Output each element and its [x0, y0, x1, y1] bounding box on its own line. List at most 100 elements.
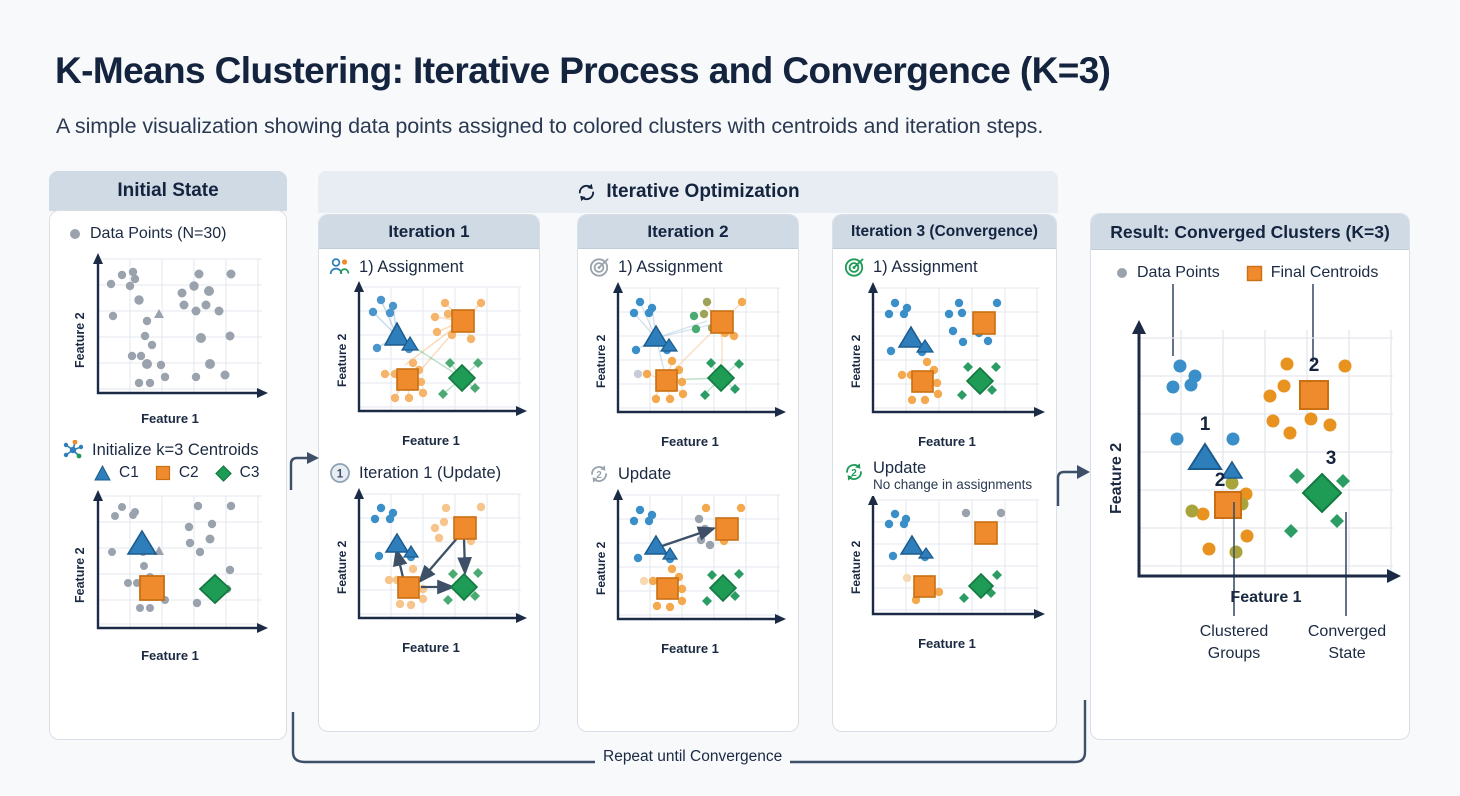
svg-text:2: 2 — [596, 470, 602, 481]
refresh-two-gray-icon: 2 — [591, 465, 607, 483]
result-annotation-2: Converged — [1091, 684, 1092, 685]
centroid-legend-c1: C1 — [94, 464, 139, 482]
initial-centroids-plot-xlabel: Feature 1 — [141, 648, 199, 663]
svg-text:1: 1 — [1200, 414, 1211, 435]
initial-scatter-plot: Feature 2 Feature 1 — [72, 253, 286, 426]
result-legend-datapoints-label: Data Points — [1137, 264, 1220, 281]
iteration-3-assignment-xlabel: Feature 1 — [918, 434, 976, 449]
svg-text:Feature 2: Feature 2 — [594, 334, 608, 388]
iteration-2-assignment-step: 1) Assignment — [578, 249, 798, 280]
iteration-1-assignment-step: 1) Assignment — [319, 249, 539, 279]
svg-text:Clustered: Clustered — [1200, 623, 1268, 640]
connector-iter3-to-result — [1056, 465, 1090, 506]
svg-text:Converged: Converged — [1308, 623, 1386, 640]
legend-label-datapoints: Data Points (N=30) — [90, 225, 227, 242]
svg-text:1: 1 — [337, 469, 344, 481]
svg-text:Feature 1: Feature 1 — [1230, 589, 1301, 606]
iteration-3-header: Iteration 3 (Convergence) — [833, 215, 1056, 249]
iteration-3-update-label: Update — [873, 459, 927, 477]
initial-plot-xlabel: Feature 1 — [141, 411, 199, 426]
result-annotation-1: Clustered — [1091, 684, 1092, 685]
svg-text:Feature 2: Feature 2 — [335, 540, 349, 594]
people-assign-icon — [329, 258, 350, 275]
iteration-3-update-plot: Feature 2 Feature 1 — [849, 496, 1056, 651]
centroid-legend-c3: C3 — [214, 464, 260, 482]
circle-one-icon: 1 — [330, 463, 350, 483]
svg-text:2: 2 — [851, 468, 857, 479]
svg-text:2: 2 — [1215, 470, 1226, 491]
iteration-1-update-label: Iteration 1 (Update) — [359, 463, 502, 482]
iteration-3-assignment-step: 1) Assignment — [833, 249, 1056, 280]
refresh-two-green-icon: 2 — [846, 463, 862, 481]
iteration-2-card: Iteration 2 1) Assignment — [577, 214, 799, 732]
square-icon — [1246, 265, 1262, 281]
result-card: Result: Converged Clusters (K=3) Data Po… — [1090, 213, 1410, 740]
iteration-1-update-xlabel: Feature 1 — [402, 640, 460, 655]
iterative-optimization-band — [318, 171, 1058, 213]
result-header: Result: Converged Clusters (K=3) — [1091, 214, 1409, 250]
svg-text:Groups: Groups — [1208, 645, 1260, 662]
repeat-until-convergence-label: Repeat until Convergence — [595, 748, 791, 766]
iteration-2-update-plot: Feature 2 Feature 1 — [594, 489, 798, 656]
initialize-centroids-title: Initialize k=3 Centroids — [50, 426, 286, 460]
gray-dot-icon — [1117, 268, 1127, 278]
square-icon — [155, 465, 170, 481]
result-legend-centroids-label: Final Centroids — [1270, 264, 1379, 281]
target-gray-icon — [589, 258, 609, 277]
iteration-2-header: Iteration 2 — [578, 215, 798, 249]
initial-centroids-plot: Feature 2 Feature 1 — [72, 490, 286, 663]
iteration-1-assignment-xlabel: Feature 1 — [402, 433, 460, 448]
initial-state-header: Initial State — [49, 171, 287, 211]
iteration-3-assignment-label: 1) Assignment — [873, 258, 978, 276]
iteration-2-update-label: Update — [618, 464, 672, 483]
initialize-centroids-label: Initialize k=3 Centroids — [92, 440, 259, 459]
iteration-1-card: Iteration 1 1) Assignment — [318, 214, 540, 732]
triangle-icon — [94, 465, 111, 481]
target-green-icon — [844, 258, 864, 277]
iteration-3-update-step: 2 Update No change in assignments — [833, 449, 1056, 494]
iteration-2-update-xlabel: Feature 1 — [661, 641, 719, 656]
centroid-legend: C1 C2 C3 — [50, 460, 286, 482]
page-subtitle: A simple visualization showing data poin… — [56, 114, 1044, 138]
iteration-2-assignment-xlabel: Feature 1 — [661, 434, 719, 449]
diamond-icon — [214, 464, 232, 482]
iteration-1-update-step: 1 Iteration 1 (Update) — [319, 448, 539, 486]
iteration-2-update-step: 2 Update — [578, 449, 798, 487]
iteration-1-assignment-label: 1) Assignment — [359, 257, 464, 276]
result-legend: Data Points Final Centroids — [1091, 250, 1409, 282]
iteration-1-update-plot: Feature 2 Feature 1 — [335, 488, 539, 655]
svg-text:Feature 2: Feature 2 — [335, 333, 349, 387]
initial-state-card: Data Points (N=30) — [49, 210, 287, 740]
iteration-3-update-xlabel: Feature 1 — [918, 636, 976, 651]
svg-text:State: State — [1328, 645, 1365, 662]
svg-text:Feature 2: Feature 2 — [73, 547, 87, 603]
iteration-3-card: Iteration 3 (Convergence) 1) Assignment — [832, 214, 1057, 732]
iteration-3-update-sublabel: No change in assignments — [873, 477, 1033, 492]
network-nodes-icon — [63, 440, 84, 459]
initial-legend-datapoints: Data Points (N=30) — [50, 211, 286, 243]
result-plot-xlabel: Feature 1 — [1091, 684, 1092, 685]
iterative-optimization-label: Iterative Optimization — [606, 181, 800, 202]
svg-text:2: 2 — [1309, 355, 1320, 376]
centroid-legend-c1-label: C1 — [119, 464, 139, 481]
result-legend-datapoints: Data Points — [1115, 264, 1220, 282]
svg-text:Feature 2: Feature 2 — [1108, 443, 1125, 514]
svg-text:Feature 2: Feature 2 — [849, 334, 863, 388]
svg-text:Feature 2: Feature 2 — [73, 312, 87, 368]
result-legend-centroids: Final Centroids — [1246, 264, 1379, 282]
connector-initial-to-iter1 — [289, 452, 319, 490]
gray-dot-icon — [70, 229, 80, 239]
repeat-loop-connector — [291, 700, 1087, 764]
iteration-3-assignment-plot: Feature 2 Feature 1 — [849, 282, 1056, 449]
page-title: K-Means Clustering: Iterative Process an… — [55, 50, 1111, 91]
centroid-legend-c3-label: C3 — [239, 464, 260, 481]
centroid-legend-c2-label: C2 — [178, 464, 199, 481]
centroid-legend-c2: C2 — [155, 464, 199, 482]
svg-text:Feature 2: Feature 2 — [849, 540, 863, 594]
svg-text:3: 3 — [1326, 448, 1337, 469]
iterative-optimization-header: Iterative Optimization — [318, 171, 1058, 213]
iteration-2-assignment-label: 1) Assignment — [618, 258, 723, 276]
iteration-1-header: Iteration 1 — [319, 215, 539, 249]
result-scatter-plot: 1 2 2 3 Feature 2 Feature 1 Clustered Gr… — [1101, 284, 1409, 684]
